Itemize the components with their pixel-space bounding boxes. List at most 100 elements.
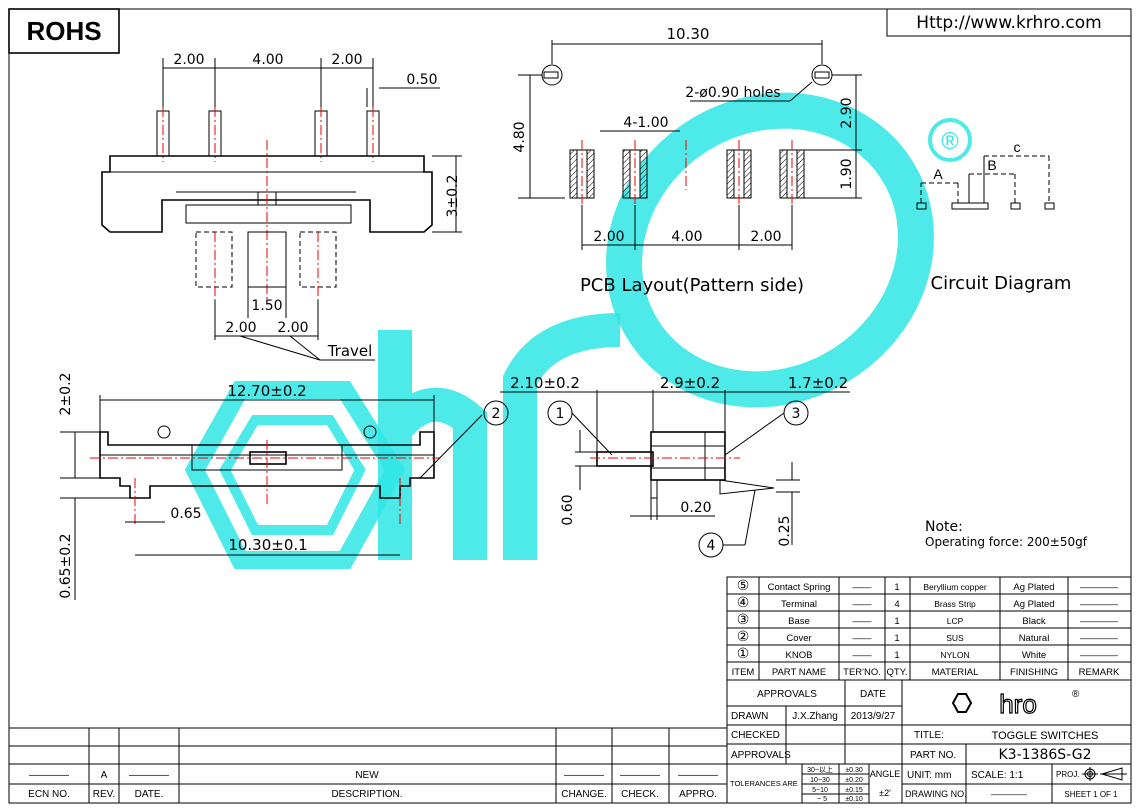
- dim-body-height: 3±0.2: [445, 175, 461, 218]
- rev-check-header: CHECK.: [621, 789, 659, 800]
- tol-range-3: 5~10: [812, 787, 828, 794]
- bom-ter-no: ——: [853, 616, 873, 627]
- side-view: 2.00 4.00 2.00 0.50 3±0.2 1.50 2.00 2.00…: [101, 52, 462, 361]
- sheet-label: SHEET 1 OF 1: [1064, 790, 1118, 799]
- dim-body-length: 12.70±0.2: [227, 382, 306, 400]
- dim-knob-height: 0.60: [560, 494, 576, 525]
- bom-ter-no: ——: [853, 582, 873, 593]
- rev-rev: A: [101, 770, 108, 781]
- rev-description-header: DESCRIPTION.: [331, 789, 402, 800]
- tol-range-4: ~ 5: [817, 796, 827, 803]
- bom-header-item: ITEM: [732, 667, 755, 678]
- rev-check: ————: [620, 770, 660, 781]
- drawing-frame: [8, 8, 1132, 804]
- watermark-registered: ®: [941, 128, 959, 155]
- bom-finishing: Ag Plated: [1013, 582, 1054, 593]
- rev-ecn: ————: [29, 770, 69, 781]
- rev-change-header: CHANGE.: [561, 789, 607, 800]
- end-view: 2.10±0.2 2.9±0.2 1.7±0.2 0.60 0.20 0.25 …: [500, 374, 850, 558]
- bom-item: ①: [737, 645, 750, 661]
- rohs-label: ROHS: [26, 16, 101, 46]
- dim-end-base: 1.7±0.2: [788, 374, 848, 392]
- website-url[interactable]: Http://www.krhro.com: [916, 13, 1101, 33]
- url-box[interactable]: Http://www.krhro.com: [886, 8, 1132, 37]
- bom-remark: ————: [1080, 633, 1119, 644]
- tol-range-1: 30~以上: [807, 765, 833, 774]
- tol-value-3: ±0.15: [845, 787, 863, 794]
- callout-2: 2: [492, 406, 501, 422]
- bom-material: Beryllium copper: [923, 582, 986, 592]
- dim-travel-left: 2.00: [225, 320, 256, 336]
- dim-pin-pitch-3: 2.00: [331, 52, 362, 68]
- dim-end-body: 2.9±0.2: [660, 374, 720, 392]
- drawing-no-value: ————: [991, 789, 1027, 799]
- drawn-label: DRAWN: [731, 711, 768, 722]
- bom-header-part: PART NAME: [772, 667, 826, 678]
- bom-qty: 1: [894, 650, 899, 661]
- dim-pcb-pitch-3: 2.00: [750, 229, 781, 245]
- dim-knob-width: 1.50: [251, 298, 282, 314]
- dim-pin-depth: 0.65±0.2: [58, 533, 74, 598]
- callout-3: 3: [792, 406, 801, 422]
- rev-ecn-header: ECN NO.: [28, 789, 70, 800]
- dim-hole-offset: 2.90: [839, 97, 855, 128]
- bom-header-qty: QTY.: [887, 667, 908, 678]
- rev-date-header: DATE.: [135, 789, 164, 800]
- note: Note: Operating force: 200±50gf: [925, 519, 1088, 549]
- rev-appro: ————: [678, 770, 718, 781]
- date-header: DATE: [860, 689, 886, 700]
- bom-ter-no: ——: [853, 599, 873, 610]
- logo-registered: ®: [1072, 689, 1080, 700]
- watermark-registered-icon: [928, 118, 972, 162]
- unit-label: UNIT: mm: [907, 770, 951, 781]
- drawing-title: TOGGLE SWITCHES: [992, 730, 1099, 742]
- bom-qty: 1: [894, 633, 899, 644]
- dim-terminal-width: 0.20: [680, 500, 711, 516]
- dim-pad-width: 4-1.00: [623, 115, 668, 131]
- dim-contact-thickness: 0.25: [777, 515, 793, 546]
- circuit-label-a: A: [933, 166, 943, 182]
- pcb-layout: 10.30 2-ø0.90 holes 4.80 2.90 1.90 4-1.0…: [512, 25, 862, 296]
- bom-finishing: Natural: [1019, 633, 1050, 644]
- dim-pin-width: 0.50: [406, 72, 437, 88]
- dim-knob-protrusion: 2.10±0.2: [510, 374, 580, 392]
- dim-pin-pitch-1: 2.00: [173, 52, 204, 68]
- angle-value: ±2': [879, 788, 891, 798]
- dim-pad-height: 1.90: [839, 158, 855, 189]
- angle-label: ANGLE: [870, 769, 901, 779]
- circuit-diagram: A B c Circuit Diagram: [916, 139, 1072, 294]
- holes-label: 2-ø0.90 holes: [685, 85, 780, 101]
- revision-table: [9, 727, 727, 803]
- projection-label: PROJ.: [1056, 770, 1080, 779]
- bom-header-finishing: FINISHING: [1010, 667, 1058, 678]
- bom-remark: ————: [1080, 650, 1119, 661]
- bom-part-name: KNOB: [786, 650, 813, 661]
- circuit-diagram-caption: Circuit Diagram: [931, 273, 1072, 294]
- checked-label: CHECKED: [731, 730, 780, 741]
- title-block: APPROVALS DATE DRAWN J.X.Zhang 2013/9/27…: [726, 679, 1132, 804]
- bom-part-name: Base: [788, 616, 810, 627]
- rev-description: NEW: [355, 770, 379, 781]
- bom-finishing: White: [1022, 650, 1046, 661]
- dim-pcb-height: 4.80: [512, 121, 528, 152]
- tol-value-4: ±0.10: [845, 796, 863, 803]
- bom-ter-no: ——: [853, 633, 873, 644]
- top-view: 12.70±0.2 2±0.2 0.65 10.30±0.1 0.65±0.2 …: [58, 373, 509, 600]
- projection-icon: [1082, 767, 1127, 781]
- rev-rev-header: REV.: [93, 789, 115, 800]
- dim-pcb-pitch-1: 2.00: [593, 229, 624, 245]
- rev-date: ————: [129, 770, 169, 781]
- mounting-hole-left: [541, 64, 563, 86]
- watermark-letter-r: [503, 313, 621, 560]
- tol-range-2: 10~30: [810, 777, 830, 784]
- circuit-label-c: c: [1014, 139, 1021, 155]
- bom-ter-no: ——: [853, 650, 873, 661]
- circuit-label-b: B: [987, 157, 996, 173]
- bom-part-name: Contact Spring: [768, 582, 831, 593]
- approvals-header: APPROVALS: [757, 689, 817, 700]
- hro-logo: hro ®: [951, 688, 1080, 720]
- logo-text: hro: [999, 689, 1037, 719]
- tol-value-2: ±0.20: [845, 777, 863, 784]
- bom-item: ⑤: [737, 577, 750, 593]
- dim-top-height: 2±0.2: [58, 373, 74, 416]
